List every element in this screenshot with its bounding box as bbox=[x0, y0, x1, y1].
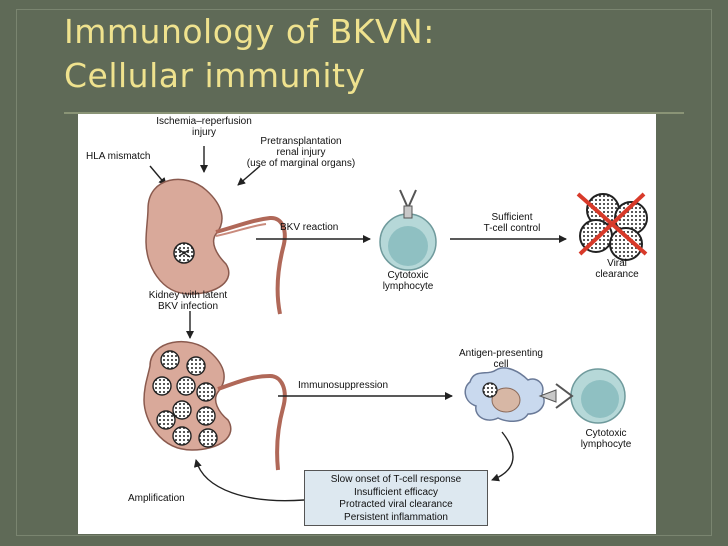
kidney-latent-label-line2: BKV infection bbox=[157, 301, 219, 312]
pretransplant-label-line2: renal injury bbox=[276, 147, 326, 158]
kidney-latent-label: Kidney with latent BKV infection bbox=[130, 290, 246, 312]
cytotoxic-bottom-label-line1: Cytotoxic bbox=[585, 428, 627, 439]
bkvn-diagram: Ischemia–reperfusion injury Pretransplan… bbox=[78, 114, 656, 534]
hla-mismatch-label: HLA mismatch bbox=[86, 151, 151, 162]
outcome-line-2: Insufficient efficacy bbox=[353, 486, 439, 498]
kidney-infected-icon bbox=[143, 340, 287, 471]
sufficient-label-line2: T-cell control bbox=[483, 223, 541, 234]
slide-frame bbox=[16, 9, 712, 536]
slide-title-line-2: Cellular immunity bbox=[64, 56, 366, 95]
cytotoxic-label-line1: Cytotoxic bbox=[387, 270, 429, 281]
viral-label-line1: Viral bbox=[607, 258, 627, 269]
outcome-line-1: Slow onset of T-cell response bbox=[330, 474, 462, 485]
sufficient-label-line1: Sufficient bbox=[491, 212, 533, 223]
apc-to-outcome-arrow bbox=[491, 431, 514, 482]
ischemia-label-line2: injury bbox=[192, 127, 216, 138]
outcome-box: Slow onset of T-cell response Insufficie… bbox=[304, 470, 488, 526]
kidney-latent-label-line1: Kidney with latent bbox=[148, 290, 228, 301]
slide-title-line-1: Immunology of BKVN: bbox=[64, 12, 435, 51]
amplification-label: Amplification bbox=[128, 493, 185, 504]
immunosuppression-label: Immunosuppression bbox=[298, 380, 389, 391]
kidney-latent-icon bbox=[145, 178, 287, 315]
cytotoxic-lymphocyte-label: Cytotoxic lymphocyte bbox=[368, 270, 448, 292]
cytotoxic-lymphocyte-bottom-icon bbox=[555, 368, 626, 424]
apc-label: Antigen-presenting cell bbox=[446, 348, 556, 370]
antigen-presenting-cell-icon bbox=[464, 367, 557, 422]
viral-clearance-icon bbox=[576, 192, 648, 261]
cytotoxic-label-line2: lymphocyte bbox=[382, 281, 434, 292]
pretransplant-arrow bbox=[237, 165, 261, 186]
cytotoxic-lymphocyte-icon bbox=[379, 189, 437, 271]
pretransplant-label-line1: Pretransplantation bbox=[260, 136, 342, 147]
viral-clearance-label: Viral clearance bbox=[582, 258, 652, 280]
title-divider bbox=[64, 112, 684, 114]
cytotoxic-lymphocyte-bottom-label: Cytotoxic lymphocyte bbox=[566, 428, 646, 450]
ischemia-label: Ischemia–reperfusion injury bbox=[148, 116, 260, 138]
cytotoxic-bottom-label-line2: lymphocyte bbox=[580, 439, 632, 450]
pretransplant-label: Pretransplantation renal injury (use of … bbox=[228, 136, 374, 169]
sufficient-tcell-label: Sufficient T-cell control bbox=[462, 212, 562, 234]
apc-label-line2: cell bbox=[493, 359, 509, 370]
viral-label-line2: clearance bbox=[595, 269, 639, 280]
pretransplant-label-line3: (use of marginal organs) bbox=[246, 158, 356, 169]
slide-title: Immunology of BKVN: Cellular immunity bbox=[64, 10, 435, 98]
outcome-line-4: Persistent inflammation bbox=[344, 511, 448, 523]
amplification-arrow bbox=[193, 459, 305, 502]
ischemia-label-line1: Ischemia–reperfusion bbox=[156, 116, 252, 127]
bkv-reaction-label: BKV reaction bbox=[280, 222, 339, 233]
apc-label-line1: Antigen-presenting bbox=[459, 348, 543, 359]
outcome-line-3: Protracted viral clearance bbox=[339, 499, 453, 510]
diagram-graphics bbox=[143, 146, 648, 502]
